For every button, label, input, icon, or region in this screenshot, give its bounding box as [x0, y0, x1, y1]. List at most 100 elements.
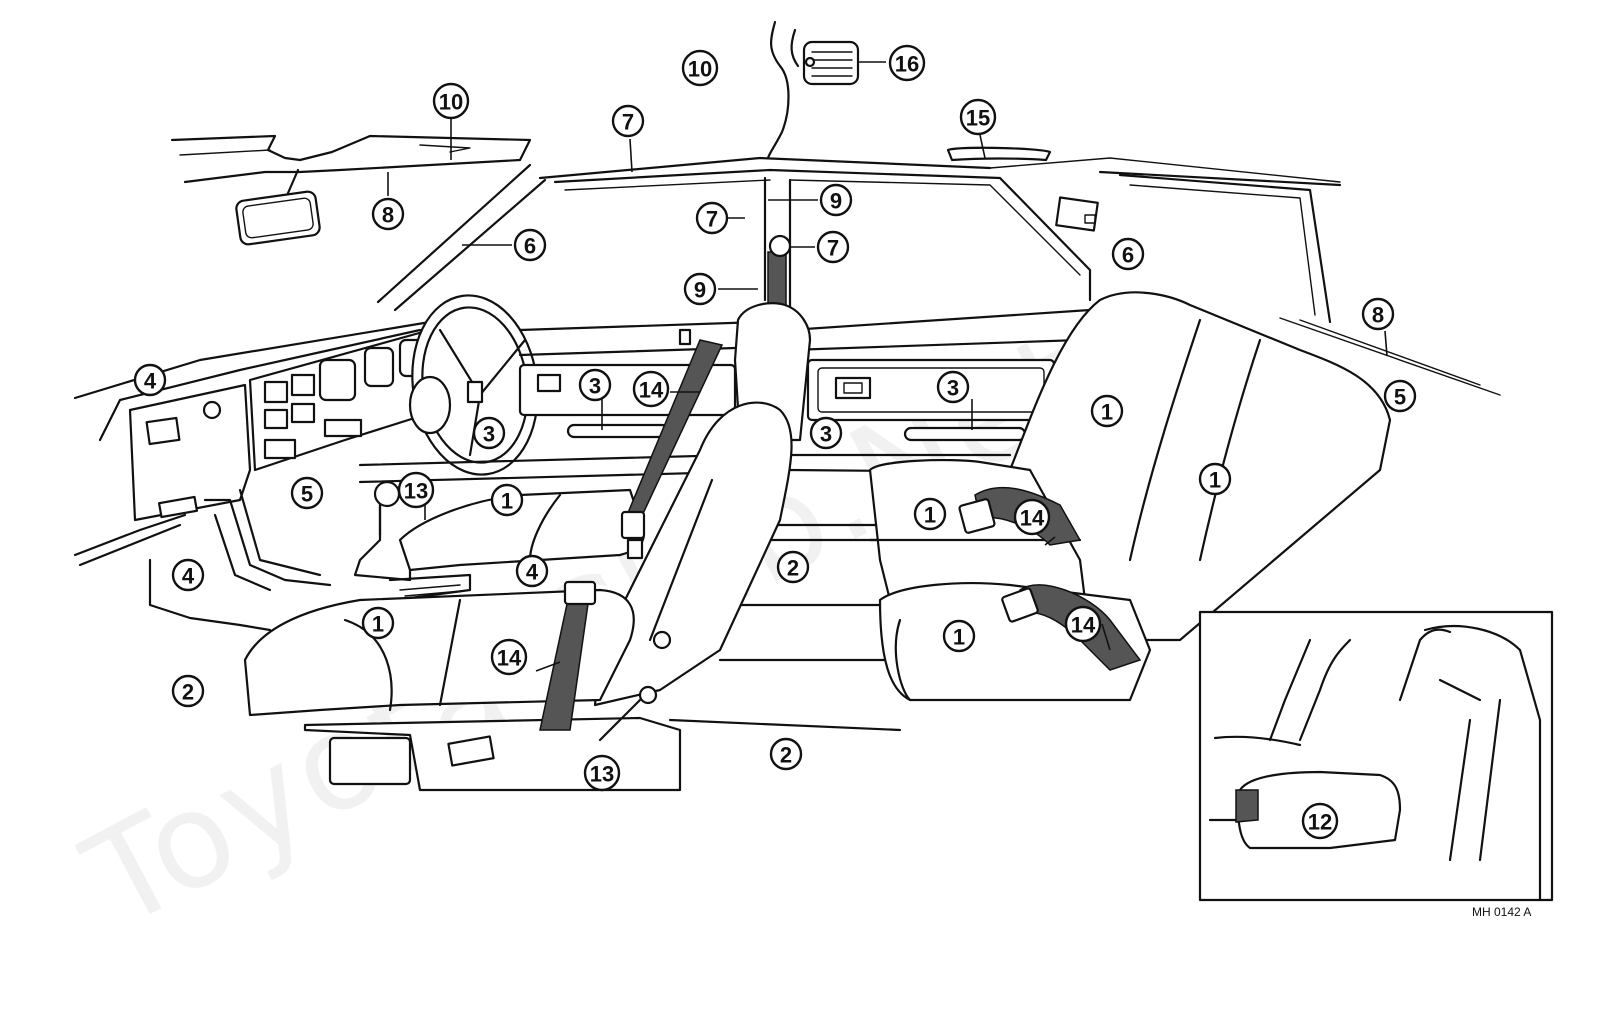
callout-label: 12 — [1308, 810, 1332, 835]
callout-label: 8 — [1372, 303, 1384, 328]
callout-circle — [1198, 462, 1232, 496]
callout-label: 3 — [820, 422, 832, 447]
callout-circle — [490, 483, 524, 517]
callout-circle — [472, 416, 506, 450]
callout-label: 14 — [497, 646, 522, 671]
callout-label: 5 — [301, 482, 313, 507]
callout-1: 1 — [490, 483, 524, 517]
front-seat-belt — [539, 339, 724, 742]
dome-light — [802, 40, 860, 86]
callout-10: 10 — [432, 82, 470, 120]
callout-10: 10 — [681, 49, 719, 87]
callout-circle — [290, 476, 324, 510]
callout-circle — [361, 606, 395, 640]
callout-8: 8 — [1361, 297, 1395, 331]
callout-circle — [681, 49, 719, 87]
callout-circle — [1064, 605, 1102, 643]
callout-4: 4 — [515, 554, 549, 588]
floor-and-console — [148, 480, 902, 732]
callout-circle — [1090, 394, 1124, 428]
callout-13: 13 — [397, 471, 435, 509]
callout-label: 10 — [688, 57, 712, 82]
callout-6: 6 — [513, 228, 547, 262]
callout-4: 4 — [133, 363, 167, 397]
callout-circle — [913, 497, 947, 531]
callout-label: 7 — [706, 207, 718, 232]
callout-label: 14 — [1020, 506, 1045, 531]
callout-circle — [695, 201, 729, 235]
callout-circle — [942, 619, 976, 653]
callout-label: 1 — [953, 625, 965, 650]
b-pillar — [763, 176, 792, 312]
callout-circle — [515, 554, 549, 588]
callout-label: 9 — [830, 189, 842, 214]
rear-quarter-window — [1055, 173, 1332, 324]
callout-label: 16 — [895, 52, 919, 77]
callout-16: 16 — [888, 44, 926, 82]
callout-label: 1 — [1101, 400, 1113, 425]
callout-9: 9 — [819, 183, 853, 217]
callout-3: 3 — [809, 416, 843, 450]
callout-3: 3 — [578, 368, 612, 402]
callout-circle — [397, 471, 435, 509]
callout-label: 1 — [1209, 468, 1221, 493]
callout-label: 6 — [1122, 243, 1134, 268]
callout-label: 6 — [524, 234, 536, 259]
center-pillar-top — [766, 20, 800, 160]
callout-label: 1 — [501, 489, 513, 514]
roof-outline — [170, 134, 1501, 396]
callout-label: 15 — [966, 106, 990, 131]
dashboard — [73, 320, 442, 567]
callout-circle — [769, 737, 803, 771]
callout-1: 1 — [1090, 394, 1124, 428]
callout-circle — [171, 558, 205, 592]
callout-3: 3 — [936, 370, 970, 404]
callout-circle — [888, 44, 926, 82]
callout-circle — [371, 197, 405, 231]
callout-label: 2 — [787, 556, 799, 581]
callout-8: 8 — [371, 197, 405, 231]
callout-label: 4 — [526, 560, 539, 585]
callout-13: 13 — [583, 754, 621, 792]
callout-label: 14 — [639, 378, 664, 403]
callout-circle — [583, 754, 621, 792]
drawing-code: MH 0142 A — [1472, 905, 1531, 919]
callout-2: 2 — [769, 737, 803, 771]
callout-14: 14 — [490, 638, 528, 676]
callout-5: 5 — [290, 476, 324, 510]
callout-label: 1 — [924, 503, 936, 528]
callout-14: 14 — [1064, 605, 1102, 643]
callout-label: 8 — [382, 203, 394, 228]
callout-circle — [776, 550, 810, 584]
callout-circle — [133, 363, 167, 397]
callout-label: 3 — [947, 376, 959, 401]
callout-7: 7 — [611, 104, 645, 138]
callout-circle — [816, 230, 850, 264]
callout-6: 6 — [1111, 237, 1145, 271]
callout-label: 7 — [622, 110, 634, 135]
callout-circle — [1013, 498, 1051, 536]
callout-circle — [1361, 297, 1395, 331]
callout-label: 10 — [439, 90, 463, 115]
callout-1: 1 — [913, 497, 947, 531]
callout-1: 1 — [942, 619, 976, 653]
callout-label: 3 — [589, 374, 601, 399]
windshield-frame — [376, 163, 1092, 312]
callout-label: 1 — [372, 612, 384, 637]
callout-label: 13 — [590, 762, 614, 787]
callout-14: 14 — [1013, 498, 1051, 536]
callout-circle — [683, 272, 717, 306]
callout-label: 2 — [182, 680, 194, 705]
callout-5: 5 — [1383, 379, 1417, 413]
callout-4: 4 — [171, 558, 205, 592]
callout-1: 1 — [1198, 462, 1232, 496]
callout-2: 2 — [776, 550, 810, 584]
callout-circle — [490, 638, 528, 676]
callout-circle — [959, 98, 997, 136]
callout-label: 9 — [694, 278, 706, 303]
callout-circle — [819, 183, 853, 217]
armrest-inset: MH 0142 A — [1198, 610, 1554, 919]
